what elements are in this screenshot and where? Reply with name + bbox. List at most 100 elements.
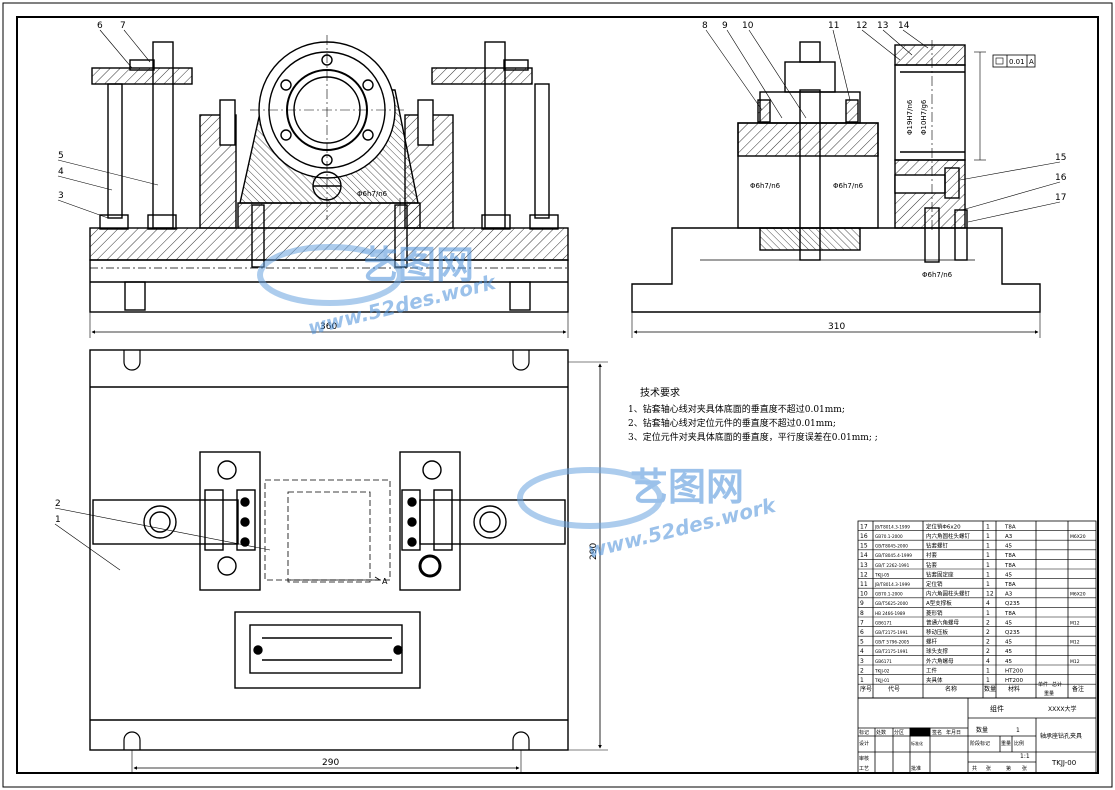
callout-9: 9 [722, 21, 728, 31]
inner-border [16, 16, 1099, 774]
bom-cell-name: 夹具体 [926, 676, 943, 684]
title-block [857, 697, 1097, 774]
callout-2: 2 [55, 499, 61, 509]
bom-cell-name: 定位销Φ6x20 [926, 522, 961, 530]
callout-11: 11 [828, 21, 839, 31]
bom-cell-no: 17 [860, 523, 868, 530]
bom-cell-mat: T8A [1004, 524, 1016, 530]
bom-header-single: 单件 [1038, 681, 1048, 688]
title-sign-review: 审核 [859, 755, 869, 762]
title-part-name: 轴承座钻孔夹具 [1040, 732, 1082, 740]
section-marker-a: A [382, 577, 388, 586]
bom-cell-mat: 45 [1005, 640, 1012, 646]
bom-cell-name: 外六角螺母 [926, 657, 954, 665]
bom-cell-name: 钻套固定座 [926, 570, 954, 578]
bom-cell-name: 工件 [926, 666, 938, 674]
bom-cell-qty: 1 [986, 562, 990, 569]
bom-cell-name: 内六角圆柱头螺钉 [926, 590, 971, 598]
bom-cell-mat: T8A [1004, 582, 1016, 588]
callout-12: 12 [856, 21, 867, 31]
bom-cell-code: GB/T2175-1991 [875, 649, 908, 654]
title-sign-approve: 批准 [911, 765, 921, 772]
tolerance-value: 0.01 [1009, 58, 1025, 66]
title-weight-label: 重量 [1001, 740, 1011, 747]
title-sign-standard: 标准化 [911, 740, 923, 746]
title-row-zone: 分区 [894, 729, 904, 736]
bom-cell-mat: Q235 [1005, 630, 1020, 636]
bom-header-qty: 数量 [984, 685, 996, 693]
bom-cell-code: GB/T 2262-1991 [875, 563, 910, 568]
bom-cell-mat: 45 [1005, 659, 1012, 665]
callout-1: 1 [55, 515, 61, 525]
bill-of-materials [857, 520, 1097, 699]
title-sign-design: 设计 [859, 740, 869, 747]
watermark-1-brand: 艺图网 [360, 243, 474, 287]
tech-item-2: 2、钻套轴心线对定位元件的垂直度不超过0.01mm; [628, 417, 836, 429]
bom-cell-no: 13 [860, 562, 868, 569]
watermark-2-brand: 艺图网 [630, 465, 744, 509]
callout-10: 10 [742, 21, 754, 31]
bom-header-weight: 重量 [1044, 690, 1054, 697]
bom-cell-code: TKJJ-02 [874, 668, 890, 673]
title-row-change: 更改文件号 [910, 729, 930, 735]
front-width-dimension: 360 [320, 322, 337, 332]
bom-cell-name: 普通六角螺母 [926, 618, 960, 626]
title-drawing-no: TKJJ-00 [1051, 759, 1076, 767]
callout-3: 3 [58, 191, 64, 201]
bom-cell-code: GB/T 5796-2005 [875, 640, 910, 645]
bom-cell-name: A型支撑板 [926, 599, 952, 607]
title-stage-label: 阶段标记 [970, 740, 990, 747]
bom-cell-no: 15 [860, 543, 868, 550]
title-row-count: 处数 [876, 729, 886, 736]
bom-cell-no: 6 [860, 629, 864, 636]
bom-cell-note: M6X20 [1070, 534, 1086, 540]
bom-cell-code: GB/T8045-2000 [875, 544, 908, 549]
bom-header-no: 序号 [860, 685, 872, 693]
bom-cell-mat: HT200 [1005, 668, 1023, 674]
bom-cell-code: GB6171 [875, 659, 892, 664]
front-fit-label: Φ6h7/n6 [357, 190, 388, 198]
title-sheet-unit2: 张 [1022, 765, 1027, 772]
callout-8: 8 [702, 21, 708, 31]
bom-cell-mat: T8A [1004, 563, 1016, 569]
bom-cell-name: 移动压板 [926, 628, 949, 636]
bom-cell-mat: A3 [1005, 534, 1013, 540]
bom-header-mat: 材料 [1008, 685, 1020, 693]
bom-header-total: 总计 [1052, 681, 1062, 688]
bom-cell-name: 钻套螺钉 [926, 542, 949, 550]
callout-16: 16 [1055, 173, 1067, 183]
bom-cell-name: 衬套 [926, 551, 938, 559]
side-fit-left: Φ6h7/n6 [750, 182, 781, 190]
bom-cell-name: 钻套 [926, 561, 938, 569]
bom-cell-code: HB 2466-1989 [875, 611, 906, 616]
title-quantity-label: 数量 [976, 726, 988, 734]
tolerance-datum: A [1029, 58, 1034, 66]
bom-cell-qty: 2 [986, 619, 990, 626]
bom-cell-no: 1 [860, 677, 864, 684]
bom-cell-qty: 2 [986, 639, 990, 646]
bore-inner-fit: Φ10H7/g6 [920, 99, 928, 135]
bom-cell-qty: 1 [986, 543, 990, 550]
bom-cell-qty: 1 [986, 571, 990, 578]
bom-cell-name: 球头支撑 [926, 647, 949, 655]
bom-cell-qty: 4 [986, 600, 990, 607]
bom-cell-qty: 1 [986, 533, 990, 540]
bom-cell-qty: 1 [986, 677, 990, 684]
bom-cell-no: 7 [860, 619, 864, 626]
bom-header: 序号 代号 名称 数量 材料 单件 总计 重量 备注 [860, 681, 1084, 697]
title-row-date: 年月日 [946, 729, 961, 736]
bom-cell-name: 螺杆 [926, 638, 938, 646]
bom-cell-code: GB70.1-2000 [875, 534, 903, 539]
callout-4: 4 [58, 167, 64, 177]
side-width-dimension: 310 [828, 322, 845, 332]
bom-cell-code: TKJJ-05 [874, 572, 890, 577]
bom-cell-note: M12 [1070, 640, 1080, 646]
bom-cell-no: 9 [860, 600, 864, 607]
title-sheet-total: 共 [972, 765, 977, 772]
bom-cell-no: 8 [860, 610, 864, 617]
title-sheet-no: 第 [1006, 765, 1011, 772]
plan-height-dimension: 290 [589, 543, 599, 560]
bom-header-note: 备注 [1072, 685, 1084, 693]
bom-cell-code: TKJJ-01 [874, 678, 890, 683]
